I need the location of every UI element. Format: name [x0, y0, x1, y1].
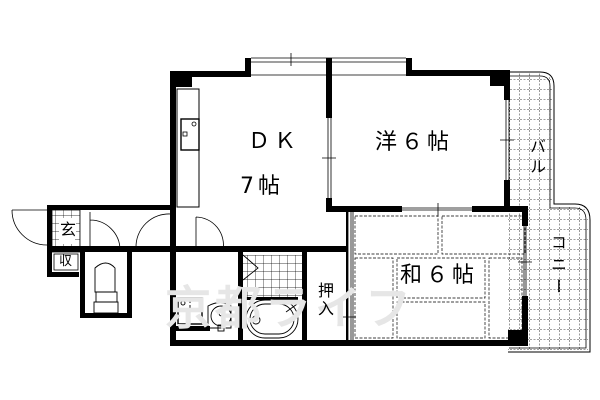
japanese-room-label: 和６帖 [400, 263, 479, 288]
balcony-label-top: バル [527, 138, 546, 178]
storage-label: 収 [59, 254, 73, 269]
entrance-label: 玄 [60, 220, 77, 239]
closet-label: 押入 [315, 282, 334, 318]
kitchen-counter [176, 88, 200, 208]
dk-room-label: ＤＫ [248, 129, 301, 154]
tatami-lines [354, 215, 526, 339]
windows [251, 53, 532, 340]
bathroom [242, 254, 302, 339]
balcony [508, 71, 591, 353]
washroom [177, 297, 232, 332]
balcony-label-bottom: コニー [548, 234, 567, 300]
entrance [11, 209, 224, 271]
western-room-label: 洋６帖 [375, 130, 454, 155]
dk-room-size: 7帖 [240, 174, 284, 199]
toilet [93, 262, 119, 314]
watermark: 京都ライフ [165, 281, 415, 335]
